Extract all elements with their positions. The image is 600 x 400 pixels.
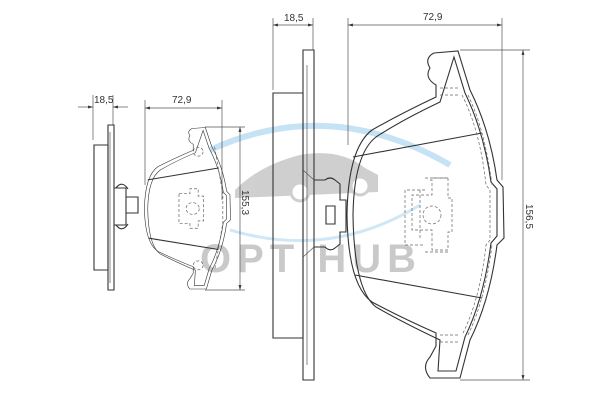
small-pad-front-view — [144, 100, 245, 290]
small-pad-thickness-label: 18,5 — [94, 95, 114, 106]
watermark-text: OPT HUB — [200, 237, 422, 281]
large-pad-front-view — [346, 18, 530, 380]
small-pad-side-view — [78, 95, 138, 290]
small-pad-width-label: 72,9 — [172, 95, 192, 106]
large-pad-thickness-label: 18,5 — [284, 13, 304, 24]
watermark: OPT HUB — [200, 122, 452, 281]
large-pad-height-label: 156,5 — [523, 204, 534, 229]
large-pad-side-view — [273, 18, 346, 380]
car-icon — [235, 153, 378, 203]
large-pad-width-label: 72,9 — [423, 12, 443, 23]
small-pad-height-label: 155,3 — [239, 190, 250, 215]
